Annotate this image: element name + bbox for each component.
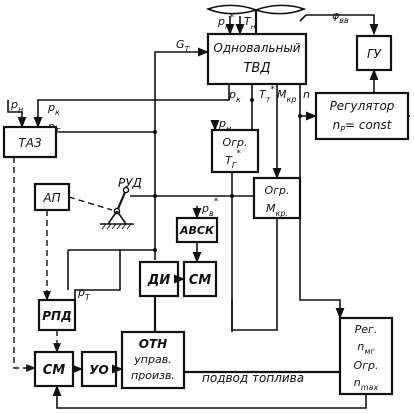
pk-label: pк [228,88,241,104]
pn-taz-label: pн [10,98,23,114]
gu-label: ГУ [367,47,382,61]
pn-star-label: pн* [217,13,235,31]
phi-vv-label: φвв [332,9,349,25]
di-block: ДИ [138,260,180,298]
n-label: n [303,88,310,101]
rud-label: РУД [118,176,142,190]
pv-star-label: pв* [201,197,219,218]
pt-to-rpd: pТ [74,249,155,302]
regulator-block: Регулятор nP= const [314,91,410,141]
phi-vv-signal: φвв [299,9,379,36]
mkr-label: Mкр [277,88,296,104]
ogr-m-label-line1: Огр. [265,184,290,197]
taz-label: ТАЗ [18,136,42,150]
avsk-block: АВСК [175,216,219,244]
regulator-label-line1: Регулятор [330,99,395,113]
pv-to-avsk: pв* [192,197,219,220]
tvd-label-line1: Одновальный [213,41,300,55]
otn-label-line2: управ. [133,353,171,366]
pk-to-taz-line: pк [33,84,230,129]
otn-label-line1: ОТН [139,337,167,351]
pk-taz-label: pк [47,101,60,117]
avsk-label: АВСК [179,224,215,237]
tvd-label-line2: ТВД [243,61,270,76]
pt-from-taz: pТ [47,120,155,136]
pn-to-ogrt: pн [210,117,231,133]
uo-block: УО [80,350,118,388]
reg-nmg-line4: nmax [354,376,379,392]
pt-rpd-label: pТ [77,286,91,302]
n-signal: n [299,84,318,121]
ap-block: АП [33,182,71,212]
propeller-icon [205,4,307,34]
gu-block: ГУ [355,34,393,72]
otn-block: ОТН управ. произв. [120,330,186,390]
ogr-t-label-line1: Огр. [223,136,248,149]
reg-nmg-block: Рег. nмг Огр. nmax [338,316,394,396]
pn-to-taz: pн [7,98,27,129]
gt-label: GТ [176,38,191,54]
uo-label: УО [89,363,108,377]
cm2-block: СМ [33,350,75,388]
ogr-t-label-line2: TГ* [225,149,241,170]
ogr-m-label-line2: Mкр. [266,202,288,218]
cm1-block: СМ [182,260,218,298]
fuel-label: подвод топлива [202,371,304,385]
rpd-block: РПД [37,298,77,332]
n-to-reg-nmg [299,116,345,320]
fuel-supply-line: подвод топлива [184,370,340,385]
rud-lever-icon: РУД [100,176,142,230]
pn-ogrt-label: pн [218,117,231,133]
rpd-label: РПД [42,309,72,323]
di-label: ДИ [147,273,171,288]
taz-block: ТАЗ [2,125,58,159]
tn-label: Tн [244,15,256,31]
inputs-pn-tn: pн* Tн [217,13,256,36]
reg-nmg-line1: Рег. [355,323,378,336]
ap-rud-link [68,196,113,211]
cm2-label: СМ [43,363,66,378]
ogrm-out [231,218,278,331]
bottom-feedback [52,384,367,409]
reg-nmg-line2: nмг [357,340,375,356]
regulator-label-line2: nP= const [333,118,393,134]
ap-label: АП [42,191,60,205]
tt-star-label: Tт* [259,85,275,104]
reg-nmg-line3: Огр. [354,359,379,372]
cm1-label: СМ [189,273,212,288]
taz-to-cm [13,157,36,372]
gt-signal: GТ [154,38,210,260]
otn-label-line3: произв. [131,369,175,382]
ogr-m-block: Огр. Mкр. [252,176,302,220]
tvd-block: Одновальный ТВД [206,32,308,86]
ogr-t-block: Огр. TГ* [210,128,260,174]
